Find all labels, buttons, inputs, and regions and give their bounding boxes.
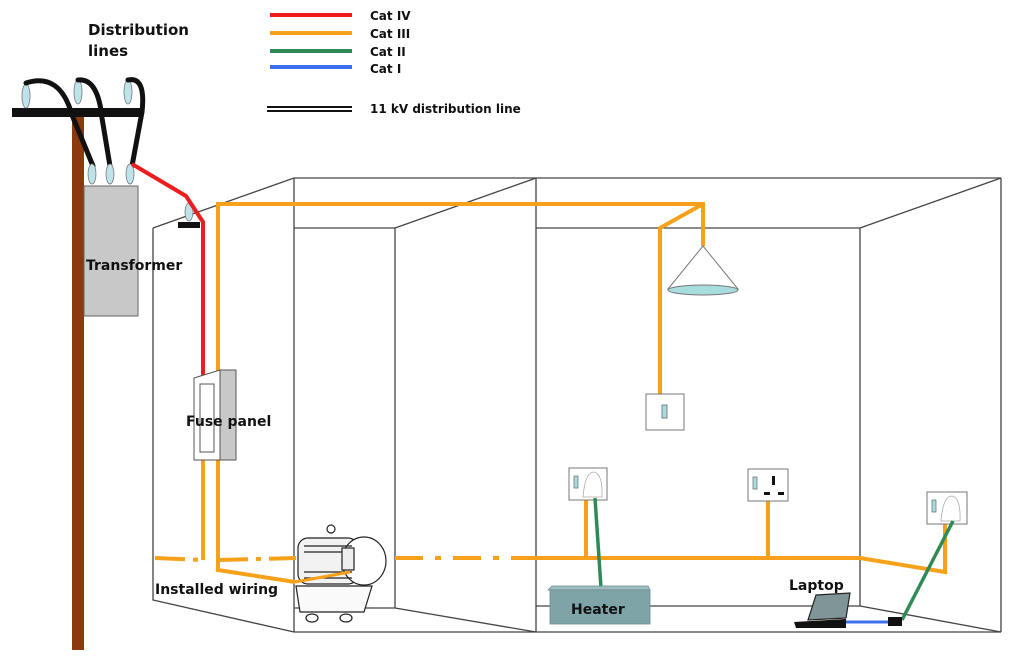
- distribution-line: [23, 78, 96, 169]
- wall-outlet-plugged-2: [926, 491, 968, 525]
- light-switch-drop: [658, 202, 704, 394]
- switch-toggle-icon: [661, 404, 668, 419]
- fuse-panel: [193, 369, 237, 461]
- room-walls: [152, 177, 1002, 633]
- legend-label-cat-i: Cat I: [370, 62, 401, 76]
- transformer: [83, 163, 139, 317]
- cat-iv-wire: [130, 162, 205, 380]
- bushing-icon: [87, 163, 97, 185]
- laptop-label: Laptop: [789, 578, 844, 594]
- insulator-icon: [21, 83, 31, 109]
- distribution-line-drops: [23, 77, 146, 169]
- distribution-line: [125, 77, 146, 169]
- wall-outlet-plugged-1: [568, 467, 608, 501]
- legend-label-cat-ii: Cat II: [370, 45, 406, 59]
- distribution-lines-label-line1: Distribution: [88, 21, 189, 39]
- service-bracket: [178, 222, 200, 228]
- fuse-down-motor: [216, 460, 296, 584]
- cat-iii-wiring: [154, 202, 947, 584]
- pole-crossarm: [12, 108, 140, 117]
- fuse-panel-label: Fuse panel: [186, 414, 271, 430]
- utility-pole: [72, 110, 84, 650]
- wall-outlet-socket: [747, 468, 789, 502]
- power-adapter-icon: [888, 617, 902, 626]
- installed-wiring-dash-mid: [217, 556, 297, 562]
- distribution-line: [75, 77, 113, 169]
- heater: [547, 585, 651, 625]
- legend-label-distribution-line: 11 kV distribution line: [370, 102, 521, 116]
- heater-label: Heater: [571, 602, 625, 618]
- transformer-label: Transformer: [86, 258, 182, 274]
- ceiling-wire: [216, 202, 705, 380]
- right-room-ceiling-diagonal: [859, 177, 1002, 229]
- electric-motor-icon: [295, 524, 387, 623]
- crossarm-insulators: [21, 79, 133, 109]
- installed-wiring-dash-left: [154, 556, 204, 562]
- cat-ii-laptop-adapter-cord: [900, 520, 955, 621]
- distribution-lines-label-line2: lines: [88, 42, 128, 60]
- plug-icon: [582, 471, 603, 498]
- motor-feed-wire: [294, 570, 351, 584]
- legend-swatch-distribution-line: [267, 106, 352, 112]
- bushing-icon: [125, 163, 135, 185]
- left-room-floor-diagonal: [394, 607, 537, 633]
- cat-ii-heater-cord: [593, 497, 603, 589]
- light-switch: [645, 393, 685, 431]
- bushing-icon: [105, 163, 115, 185]
- legend-label-cat-iv: Cat IV: [370, 9, 411, 23]
- legend: Cat IV Cat III Cat II Cat I 11 kV distri…: [267, 9, 521, 116]
- installed-wiring-label: Installed wiring: [155, 582, 278, 598]
- outlet-ring-main: [536, 522, 947, 575]
- ceiling-lamp-icon: [666, 245, 740, 296]
- legend-label-cat-iii: Cat III: [370, 27, 410, 41]
- insulator-icon: [123, 79, 133, 105]
- laptop-icon: [794, 592, 851, 628]
- right-room-floor-diagonal: [859, 605, 1002, 633]
- insulator-icon: [73, 79, 83, 105]
- plug-icon: [940, 495, 961, 522]
- transformer-box: [83, 185, 139, 317]
- outer-left-wall-edge: [152, 228, 295, 633]
